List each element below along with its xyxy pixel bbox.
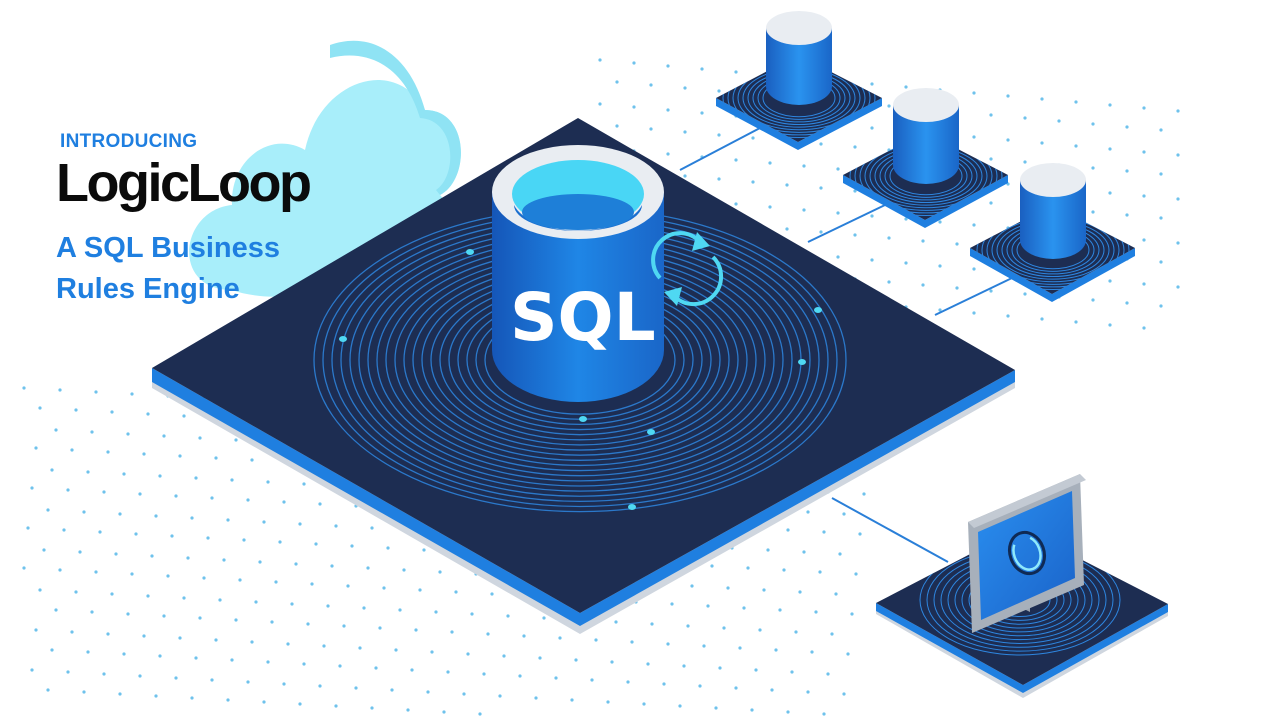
tagline-line-1: A SQL Business (56, 232, 281, 264)
tagline: A SQL Business Rules Engine (56, 228, 280, 310)
tagline-line-2: Rules Engine (56, 273, 240, 305)
loading-ring-icon (1007, 530, 1047, 576)
brand-logo: LogicLoop (56, 153, 312, 213)
database-icon (716, 11, 882, 150)
sync-icon (651, 231, 724, 307)
database-icon (843, 88, 1008, 228)
platform-nodes (339, 249, 822, 510)
sql-label: SQL (510, 279, 656, 356)
monitor-icon (968, 474, 1086, 633)
eyebrow-label: INTRODUCING (60, 131, 198, 152)
sql-database-icon: SQL (492, 145, 664, 402)
connector-lines (679, 127, 1013, 563)
database-icon (970, 163, 1135, 302)
